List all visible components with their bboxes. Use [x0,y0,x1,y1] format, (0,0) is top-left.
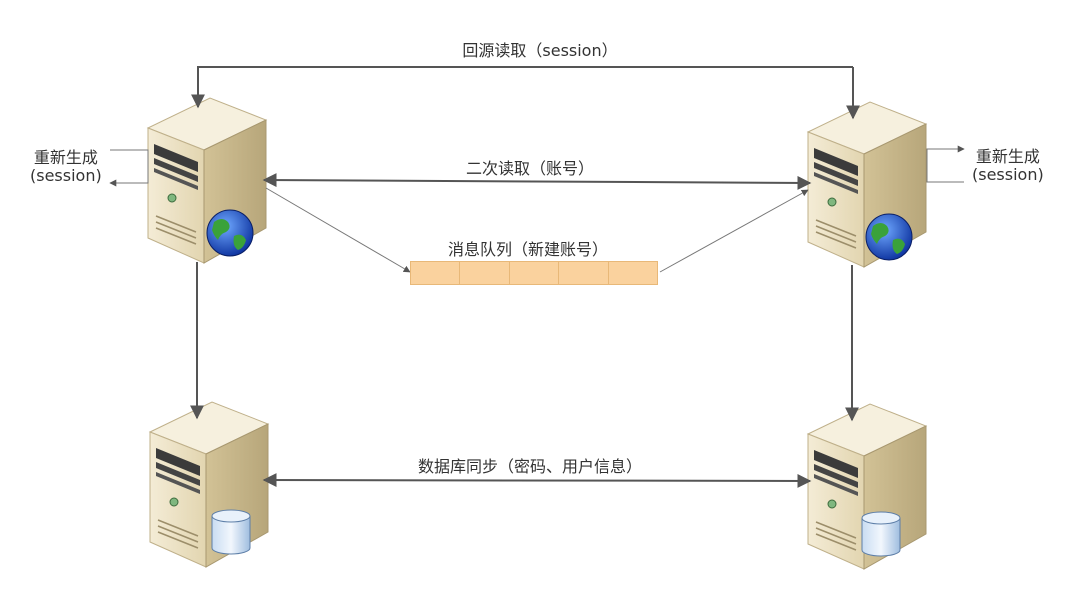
db-sync-label: 数据库同步（密码、用户信息） [417,457,643,476]
from-queue-arrow [659,189,809,273]
regen-right-line2: (session) [972,165,1044,184]
regen-session-right-label: 重新生成 (session) [972,148,1044,184]
db-sync-arrow [262,473,812,488]
regen-session-left-label: 重新生成 (session) [30,149,102,185]
regen-left-line2: (session) [30,166,102,185]
globe-icon [865,213,913,261]
regen-right-line1: 重新生成 [975,147,1040,166]
message-queue [410,261,658,285]
regen-left-line1: 重新生成 [33,148,98,167]
message-queue-label: 消息队列（新建账号） [447,240,609,259]
queue-cell [609,262,657,284]
regen-loop-right [926,145,965,183]
database-icon [861,511,901,557]
globe-icon [206,209,254,257]
queue-cell [510,262,560,284]
queue-cell [559,262,609,284]
queue-cell [411,262,461,284]
secondary-read-arrow [262,173,812,190]
to-queue-arrow [265,187,411,273]
queue-cell [460,262,510,284]
back-to-source-arrow [191,66,853,109]
database-icon [211,509,251,555]
secondary-read-label: 二次读取（账号） [465,159,595,178]
regen-loop-left [109,149,149,187]
back-to-source-label: 回源读取（session） [462,41,618,60]
